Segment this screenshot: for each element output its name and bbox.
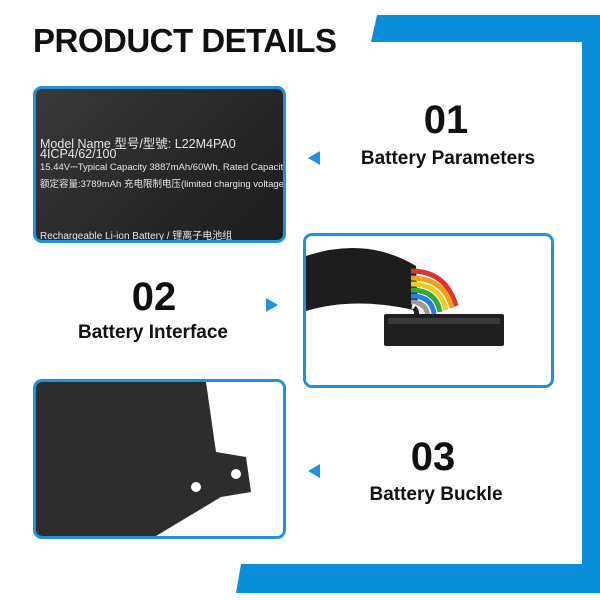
page-title: PRODUCT DETAILS (33, 22, 337, 59)
feature-caption-03: Battery Buckle (369, 484, 503, 505)
feature-caption-01: Battery Parameters (360, 148, 536, 169)
battery-label-image: Model Name 型号/型號: L22M4PA0 4ICP4/62/100 … (33, 86, 286, 243)
frame-top-bar (371, 15, 600, 42)
battery-interface-image (303, 233, 554, 388)
label-rated: 额定容量:3789mAh 充电限制电压(limited charging vol… (40, 179, 286, 190)
frame-bottom-bar (236, 564, 600, 593)
buckle-illustration (36, 382, 251, 536)
arrow-left-icon (308, 464, 320, 478)
feature-number-02: 02 (131, 275, 177, 319)
feature-number-03: 03 (410, 435, 456, 479)
label-model-name: Model Name 型号/型號: L22M4PA0 (40, 137, 236, 151)
feature-caption-02: Battery Interface (78, 322, 228, 343)
arrow-left-icon (308, 151, 320, 165)
frame-right-bar (582, 15, 600, 593)
arrow-right-icon (266, 298, 278, 312)
feature-number-01: 01 (423, 98, 469, 142)
label-capacity: 15.44V⎓Typical Capacity 3887mAh/60Wh, Ra… (40, 162, 286, 173)
label-cell-config: 4ICP4/62/100 (40, 147, 117, 161)
connector-illustration (306, 248, 504, 346)
battery-buckle-image (33, 379, 286, 539)
label-battery-type: Rechargeable Li-ion Battery / 锂离子电池组 (40, 231, 233, 242)
